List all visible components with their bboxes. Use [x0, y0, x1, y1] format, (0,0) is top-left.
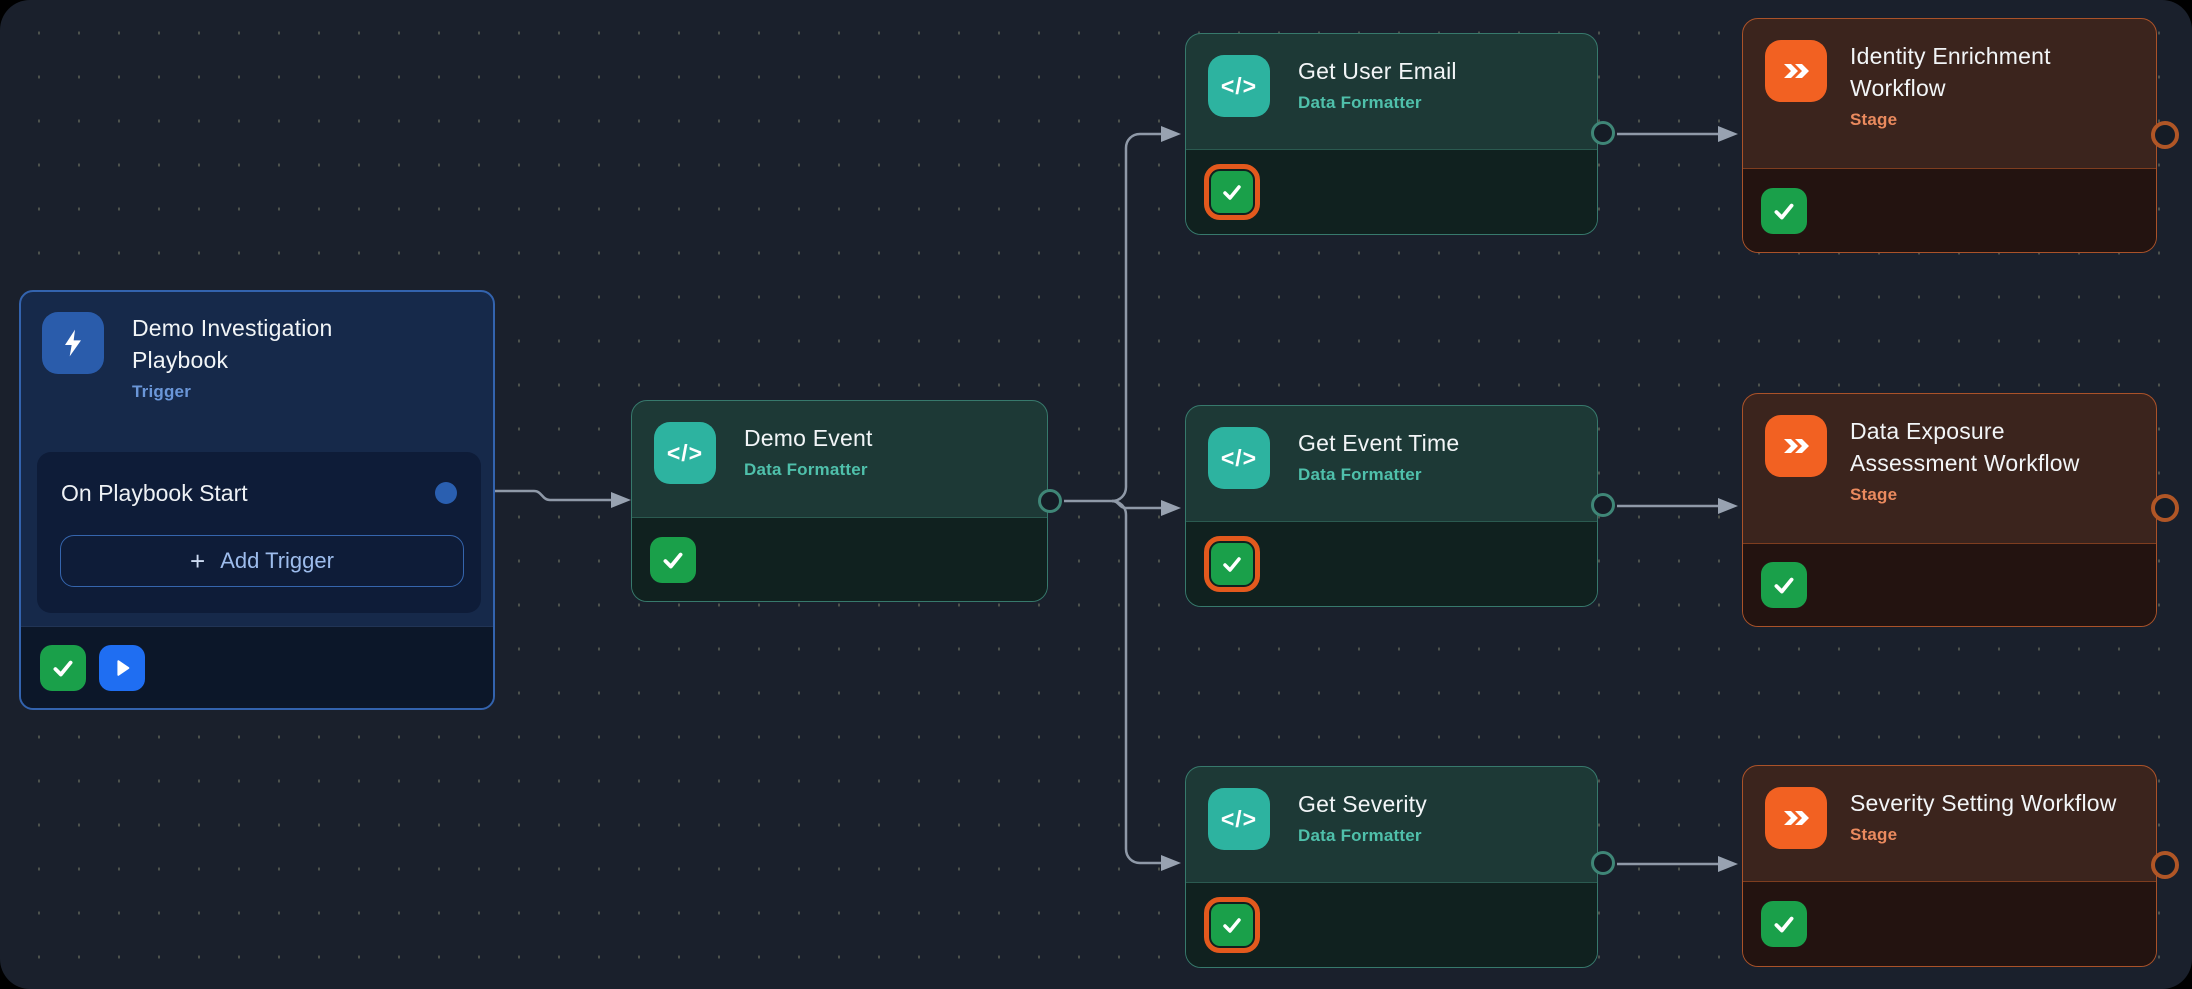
check-icon [53, 660, 73, 676]
node-status-bar [632, 517, 1047, 601]
node-type-label: Data Formatter [1298, 465, 1422, 484]
node-title: Severity Setting Workflow [1850, 790, 2117, 816]
trigger-row-label: On Playbook Start [61, 479, 248, 506]
node-identity-enrichment-workflow[interactable]: Identity Enrichment Workflow Stage [1742, 18, 2157, 253]
status-success-button[interactable] [1211, 543, 1253, 585]
trigger-bolt-icon [42, 312, 104, 374]
node-title: Get Event Time [1298, 430, 1460, 456]
node-type-label: Stage [1850, 485, 1898, 504]
node-get-event-time[interactable]: </> Get Event Time Data Formatter [1185, 405, 1598, 607]
check-icon [663, 552, 683, 568]
node-get-severity[interactable]: </> Get Severity Data Formatter [1185, 766, 1598, 968]
status-success-button[interactable] [40, 644, 86, 691]
status-success-button[interactable] [1761, 187, 1807, 234]
node-type-label: Trigger [132, 382, 192, 401]
status-success-button[interactable] [650, 536, 696, 583]
node-demo-investigation-playbook[interactable]: Demo Investigation Playbook Trigger On P… [19, 290, 495, 710]
check-icon [1223, 557, 1241, 572]
node-title: Identity Enrichment Workflow [1850, 43, 2051, 101]
connector-branch-get-severity [1111, 499, 1161, 865]
node-title: Demo Event [744, 425, 873, 451]
output-port-demo-event[interactable] [1038, 489, 1062, 513]
node-type-label: Stage [1850, 825, 1898, 844]
output-port-get-event-time[interactable] [1591, 493, 1615, 517]
code-icon: </> [1208, 788, 1270, 850]
check-icon [1223, 185, 1241, 200]
stage-chevrons-icon [1765, 787, 1827, 849]
status-highlight-ring [1204, 897, 1260, 953]
trigger-status-bar [21, 626, 493, 708]
node-title: Data Exposure Assessment Workflow [1850, 418, 2080, 476]
node-type-label: Data Formatter [1298, 93, 1422, 112]
check-icon [1223, 918, 1241, 933]
run-playbook-button[interactable] [99, 644, 145, 691]
node-status-bar [1186, 521, 1597, 606]
output-port-identity-enrichment[interactable] [2151, 121, 2179, 149]
status-success-button[interactable] [1211, 904, 1253, 946]
plus-icon: + [190, 546, 206, 576]
add-trigger-label: Add Trigger [220, 548, 334, 573]
output-port-get-user-email[interactable] [1591, 121, 1615, 145]
trigger-panel: On Playbook Start + Add Trigger [37, 452, 481, 613]
node-title: Get Severity [1298, 791, 1427, 817]
node-type-label: Data Formatter [1298, 826, 1422, 845]
trigger-row-on-playbook-start[interactable]: On Playbook Start [61, 476, 457, 510]
node-status-bar [1186, 882, 1597, 967]
code-icon: </> [654, 422, 716, 484]
node-severity-setting-workflow[interactable]: Severity Setting Workflow Stage [1742, 765, 2157, 967]
node-status-bar [1743, 543, 2156, 626]
node-type-label: Stage [1850, 110, 1898, 129]
node-status-bar [1186, 149, 1597, 234]
status-highlight-ring [1204, 536, 1260, 592]
status-success-button[interactable] [1761, 901, 1807, 947]
node-demo-event[interactable]: </> Demo Event Data Formatter [631, 400, 1048, 602]
node-status-bar [1743, 168, 2156, 252]
add-trigger-button[interactable]: + Add Trigger [60, 535, 464, 587]
connector-branch-get-event-time [1111, 499, 1161, 510]
node-type-label: Data Formatter [744, 460, 868, 479]
status-highlight-ring [1204, 164, 1260, 220]
stage-chevrons-icon [1765, 40, 1827, 102]
check-icon [1774, 577, 1794, 594]
output-port-severity-setting[interactable] [2151, 851, 2179, 879]
output-port-data-exposure[interactable] [2151, 494, 2179, 522]
node-title: Demo Investigation Playbook [132, 315, 333, 373]
node-get-user-email[interactable]: </> Get User Email Data Formatter [1185, 33, 1598, 235]
check-icon [1774, 203, 1794, 219]
code-icon: </> [1208, 55, 1270, 117]
status-success-button[interactable] [1761, 562, 1807, 608]
trigger-output-port[interactable] [435, 482, 457, 504]
code-icon: </> [1208, 427, 1270, 489]
node-status-bar [1743, 881, 2156, 966]
stage-chevrons-icon [1765, 415, 1827, 477]
output-port-get-severity[interactable] [1591, 851, 1615, 875]
connector-branch-get-user-email [1111, 132, 1161, 503]
play-icon [117, 659, 130, 676]
node-data-exposure-assessment-workflow[interactable]: Data Exposure Assessment Workflow Stage [1742, 393, 2157, 627]
status-success-button[interactable] [1211, 171, 1253, 213]
node-title: Get User Email [1298, 58, 1457, 84]
check-icon [1774, 916, 1794, 933]
